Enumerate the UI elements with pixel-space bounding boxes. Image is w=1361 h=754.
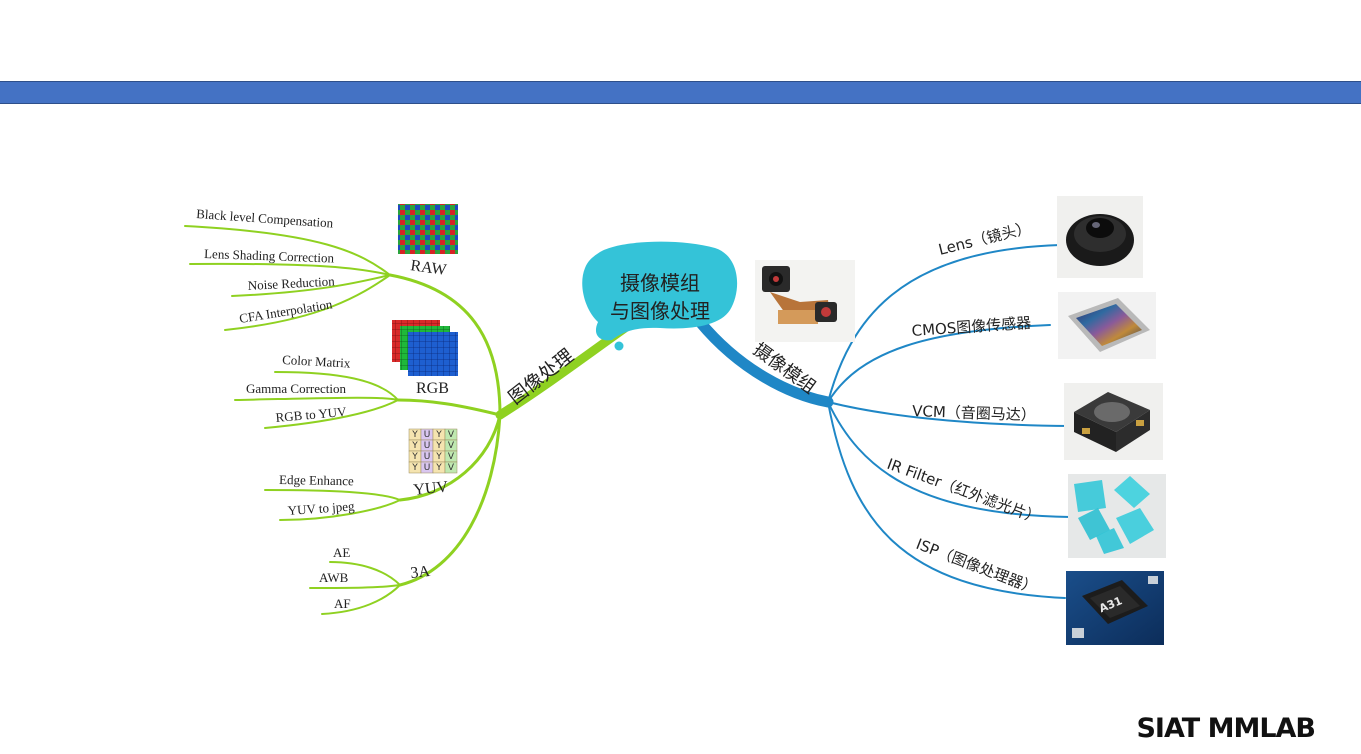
item-lens-shading-correction: Lens Shading Correction xyxy=(204,246,335,266)
yuv-cell: V xyxy=(448,430,455,440)
yuv-cell: U xyxy=(424,452,431,462)
center-cloud-node: 摄像模组 与图像处理 xyxy=(582,241,738,351)
branch-label-image-processing: 图像处理 xyxy=(505,345,578,409)
item-edge-enhance: Edge Enhance xyxy=(279,472,354,488)
yuv-cell: Y xyxy=(435,463,442,473)
rgb-planes-image xyxy=(392,320,458,376)
yuv-cell: Y xyxy=(411,452,418,462)
cmos-sensor-photo xyxy=(1058,292,1156,359)
group-label-rgb: RGB xyxy=(416,380,449,397)
item-vcm: VCM（音圈马达） xyxy=(912,402,1036,424)
item-af: AF xyxy=(334,596,351,611)
yuv-cell: U xyxy=(424,430,431,440)
yuv-cell: V xyxy=(448,463,455,473)
yuv-cell: Y xyxy=(435,430,442,440)
group-label-3a: 3A xyxy=(410,563,432,582)
item-noise-reduction: Noise Reduction xyxy=(247,273,335,293)
ir-filter-photo xyxy=(1068,474,1166,558)
group-label-raw: RAW xyxy=(409,257,448,279)
item-awb: AWB xyxy=(319,570,349,585)
yuv-cell: Y xyxy=(411,463,418,473)
left-branch-lines xyxy=(184,225,630,615)
vcm-photo xyxy=(1064,383,1163,460)
item-cfa-interpolation: CFA Interpolation xyxy=(238,296,334,326)
branch-rgb xyxy=(396,398,502,417)
isp-chip-photo: A31 xyxy=(1066,571,1164,645)
branch-3a xyxy=(398,413,502,587)
camera-module-photo xyxy=(755,260,855,342)
center-title-line1: 摄像模组 xyxy=(620,271,700,295)
yuv-cell: Y xyxy=(411,430,418,440)
yuv-cell: Y xyxy=(435,452,442,462)
branch-raw xyxy=(388,273,502,417)
main-branch-right xyxy=(694,316,834,408)
raw-bayer-image xyxy=(398,204,458,254)
item-ae: AE xyxy=(333,545,350,560)
group-label-yuv: YUV xyxy=(413,478,450,499)
yuv-cell: U xyxy=(424,463,431,473)
brand-logo-text: SIAT MMLAB xyxy=(1136,713,1316,744)
yuv-cell: V xyxy=(448,452,455,462)
item-isp: ISP（图像处理器） xyxy=(914,535,1040,598)
yuv-cell: Y xyxy=(435,441,442,451)
top-banner-bar xyxy=(0,81,1361,104)
item-rgb-to-yuv: RGB to YUV xyxy=(275,404,348,425)
item-ir-filter: IR Filter（红外滤光片） xyxy=(885,455,1043,527)
item-cmos-sensor: CMOS图像传感器 xyxy=(911,314,1032,340)
item-gamma-correction: Gamma Correction xyxy=(246,381,346,396)
item-yuv-to-jpeg: YUV to jpeg xyxy=(287,498,355,518)
lens-photo xyxy=(1057,196,1143,278)
yuv-cell: V xyxy=(448,441,455,451)
item-black-level-compensation: Black level Compensation xyxy=(196,206,334,231)
right-branch-lines xyxy=(694,244,1071,599)
center-title-line2: 与图像处理 xyxy=(610,299,710,323)
yuv-cell: Y xyxy=(411,441,418,451)
branch-yuv xyxy=(398,413,502,502)
yuv-cell: U xyxy=(424,441,431,451)
item-color-matrix: Color Matrix xyxy=(282,352,351,371)
